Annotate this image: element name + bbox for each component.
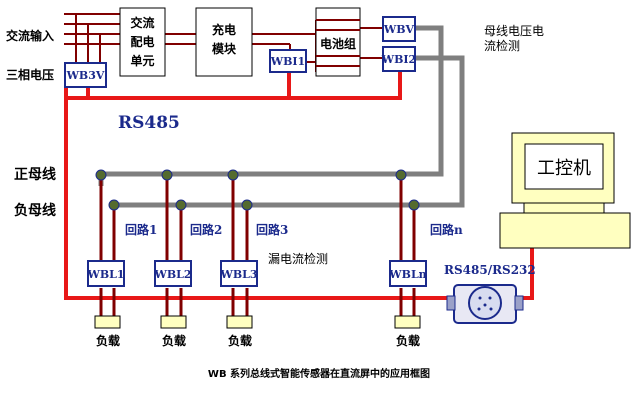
load-label-3: 负载 <box>228 333 252 348</box>
charger-line-2: 模块 <box>212 41 237 56</box>
rectifier-line-2: 配电 <box>130 34 154 49</box>
circuit-label-1: 回路1 <box>125 222 157 237</box>
negative-bus-label: 负母线 <box>14 202 56 219</box>
load-label-2: 负载 <box>162 333 186 348</box>
wbl2-sensor: WBL2 <box>153 260 192 287</box>
ac-input-lines <box>64 13 120 64</box>
svg-text:WBL1: WBL1 <box>86 268 124 281</box>
charger-line-1: 充电 <box>212 22 236 37</box>
rs485-rs232-converter <box>446 284 524 324</box>
battery-pack: 电池组 <box>315 7 361 77</box>
circuit-label-3: 回路3 <box>256 222 288 237</box>
svg-text:WBI1: WBI1 <box>270 55 305 68</box>
wbln-sensor: WBLn <box>388 260 427 287</box>
load-label-1: 负载 <box>96 333 120 348</box>
rectifier-line-1: 交流 <box>130 15 154 30</box>
wbi1-sensor: WBI1 <box>269 49 307 73</box>
industrial-pc: 工控机 <box>499 132 631 249</box>
rectifier-line-3: 单元 <box>130 53 154 68</box>
load-label-n: 负载 <box>396 333 420 348</box>
branch-wires <box>99 176 416 318</box>
load-boxes <box>94 315 421 329</box>
ac-input-label: 交流输入 <box>6 28 54 43</box>
wbv-sensor: WBV <box>382 16 416 42</box>
positive-bus-label: 正母线 <box>14 166 56 183</box>
svg-text:WBV: WBV <box>383 23 415 36</box>
svg-text:WBL3: WBL3 <box>219 268 257 281</box>
rs485-label: RS485 <box>118 113 180 133</box>
diagram-caption: WB 系列总线式智能传感器在直流屏中的应用框图 <box>208 367 430 380</box>
leak-detect-label: 漏电流检测 <box>268 251 328 266</box>
circuit-label-2: 回路2 <box>190 222 222 237</box>
wb3v-sensor: WB3V <box>64 62 107 88</box>
rs485-bus-line <box>64 70 534 300</box>
battery-label: 电池组 <box>320 36 356 51</box>
svg-text:WBLn: WBLn <box>388 268 426 281</box>
svg-text:WB3V: WB3V <box>66 69 105 82</box>
ipc-label: 工控机 <box>537 158 591 179</box>
circuit-label-n: 回路n <box>430 222 463 237</box>
ac-distribution-unit: 交流 配电 单元 <box>119 7 166 77</box>
bus-detect-line-1: 母线电压电 <box>484 24 544 38</box>
wbl1-sensor: WBL1 <box>86 260 125 287</box>
wbi2-sensor: WBI2 <box>381 46 416 72</box>
bus-junctions <box>95 169 420 211</box>
bus-detect-line-2: 流检测 <box>484 38 520 53</box>
converter-label: RS485/RS232 <box>444 263 536 277</box>
charger-module: 充电 模块 <box>195 7 253 77</box>
wbl3-sensor: WBL3 <box>219 260 258 287</box>
svg-text:WBI2: WBI2 <box>381 53 416 66</box>
three-phase-label: 三相电压 <box>6 67 54 82</box>
svg-text:WBL2: WBL2 <box>153 268 191 281</box>
